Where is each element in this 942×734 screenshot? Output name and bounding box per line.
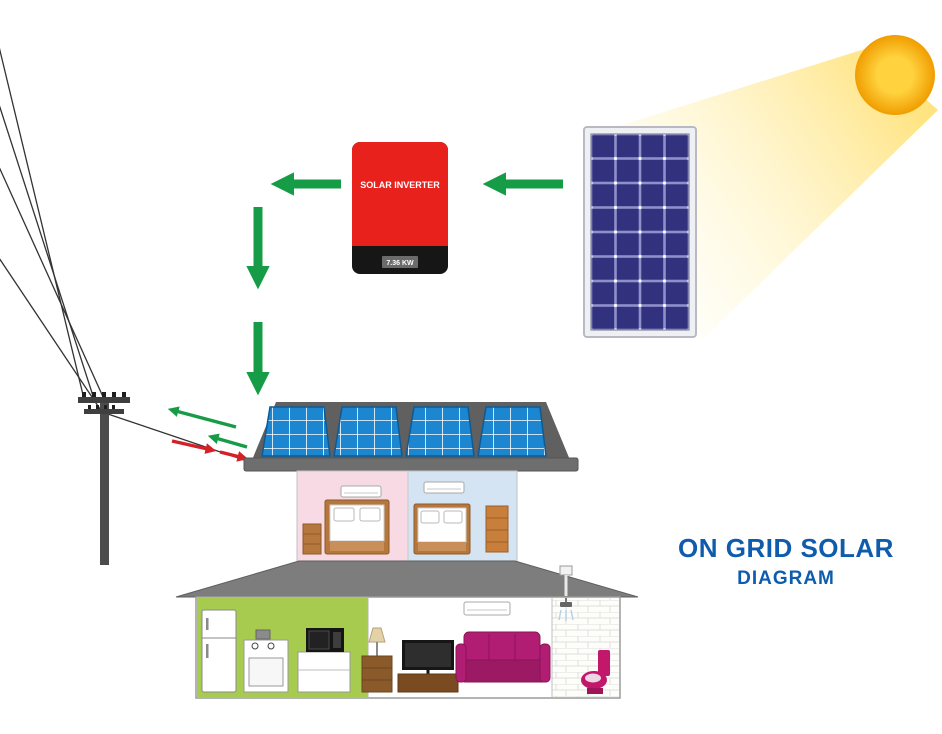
inverter-rating: 7.36 KW [386, 260, 414, 267]
dresser [485, 505, 509, 553]
microwave [297, 628, 351, 693]
stove [243, 629, 289, 693]
utility-pole [78, 392, 130, 565]
grid-export-arrows [167, 406, 248, 449]
floor-lamp [361, 627, 393, 693]
bed [413, 503, 471, 555]
shower [558, 598, 574, 621]
ac-unit [463, 601, 511, 616]
sofa [455, 631, 551, 683]
nightstand [302, 523, 322, 555]
inverter-label: SOLAR INVERTER [360, 180, 440, 190]
title-line-2: DIAGRAM [737, 568, 835, 589]
ac-unit [340, 481, 465, 498]
fridge [201, 609, 237, 693]
roof-eave [243, 457, 579, 472]
solar-panel [583, 126, 697, 338]
upper-floor [296, 470, 518, 565]
tv [397, 640, 459, 693]
sun-icon [855, 35, 935, 115]
house [175, 402, 639, 699]
solar-inverter: SOLAR INVERTER 7.36 KW [352, 142, 448, 274]
grid-import-arrows [171, 439, 249, 462]
diagram-title: ON GRID SOLAR DIAGRAM [678, 533, 894, 589]
rooftop-solar-panels [261, 406, 547, 457]
toilet [581, 650, 610, 694]
title-line-1: ON GRID SOLAR [678, 533, 894, 563]
ground-floor [195, 596, 621, 699]
energy-flow-arrows [246, 172, 563, 396]
gutter-pipe [559, 565, 573, 596]
inverter-body [352, 142, 448, 246]
bed [324, 499, 390, 555]
